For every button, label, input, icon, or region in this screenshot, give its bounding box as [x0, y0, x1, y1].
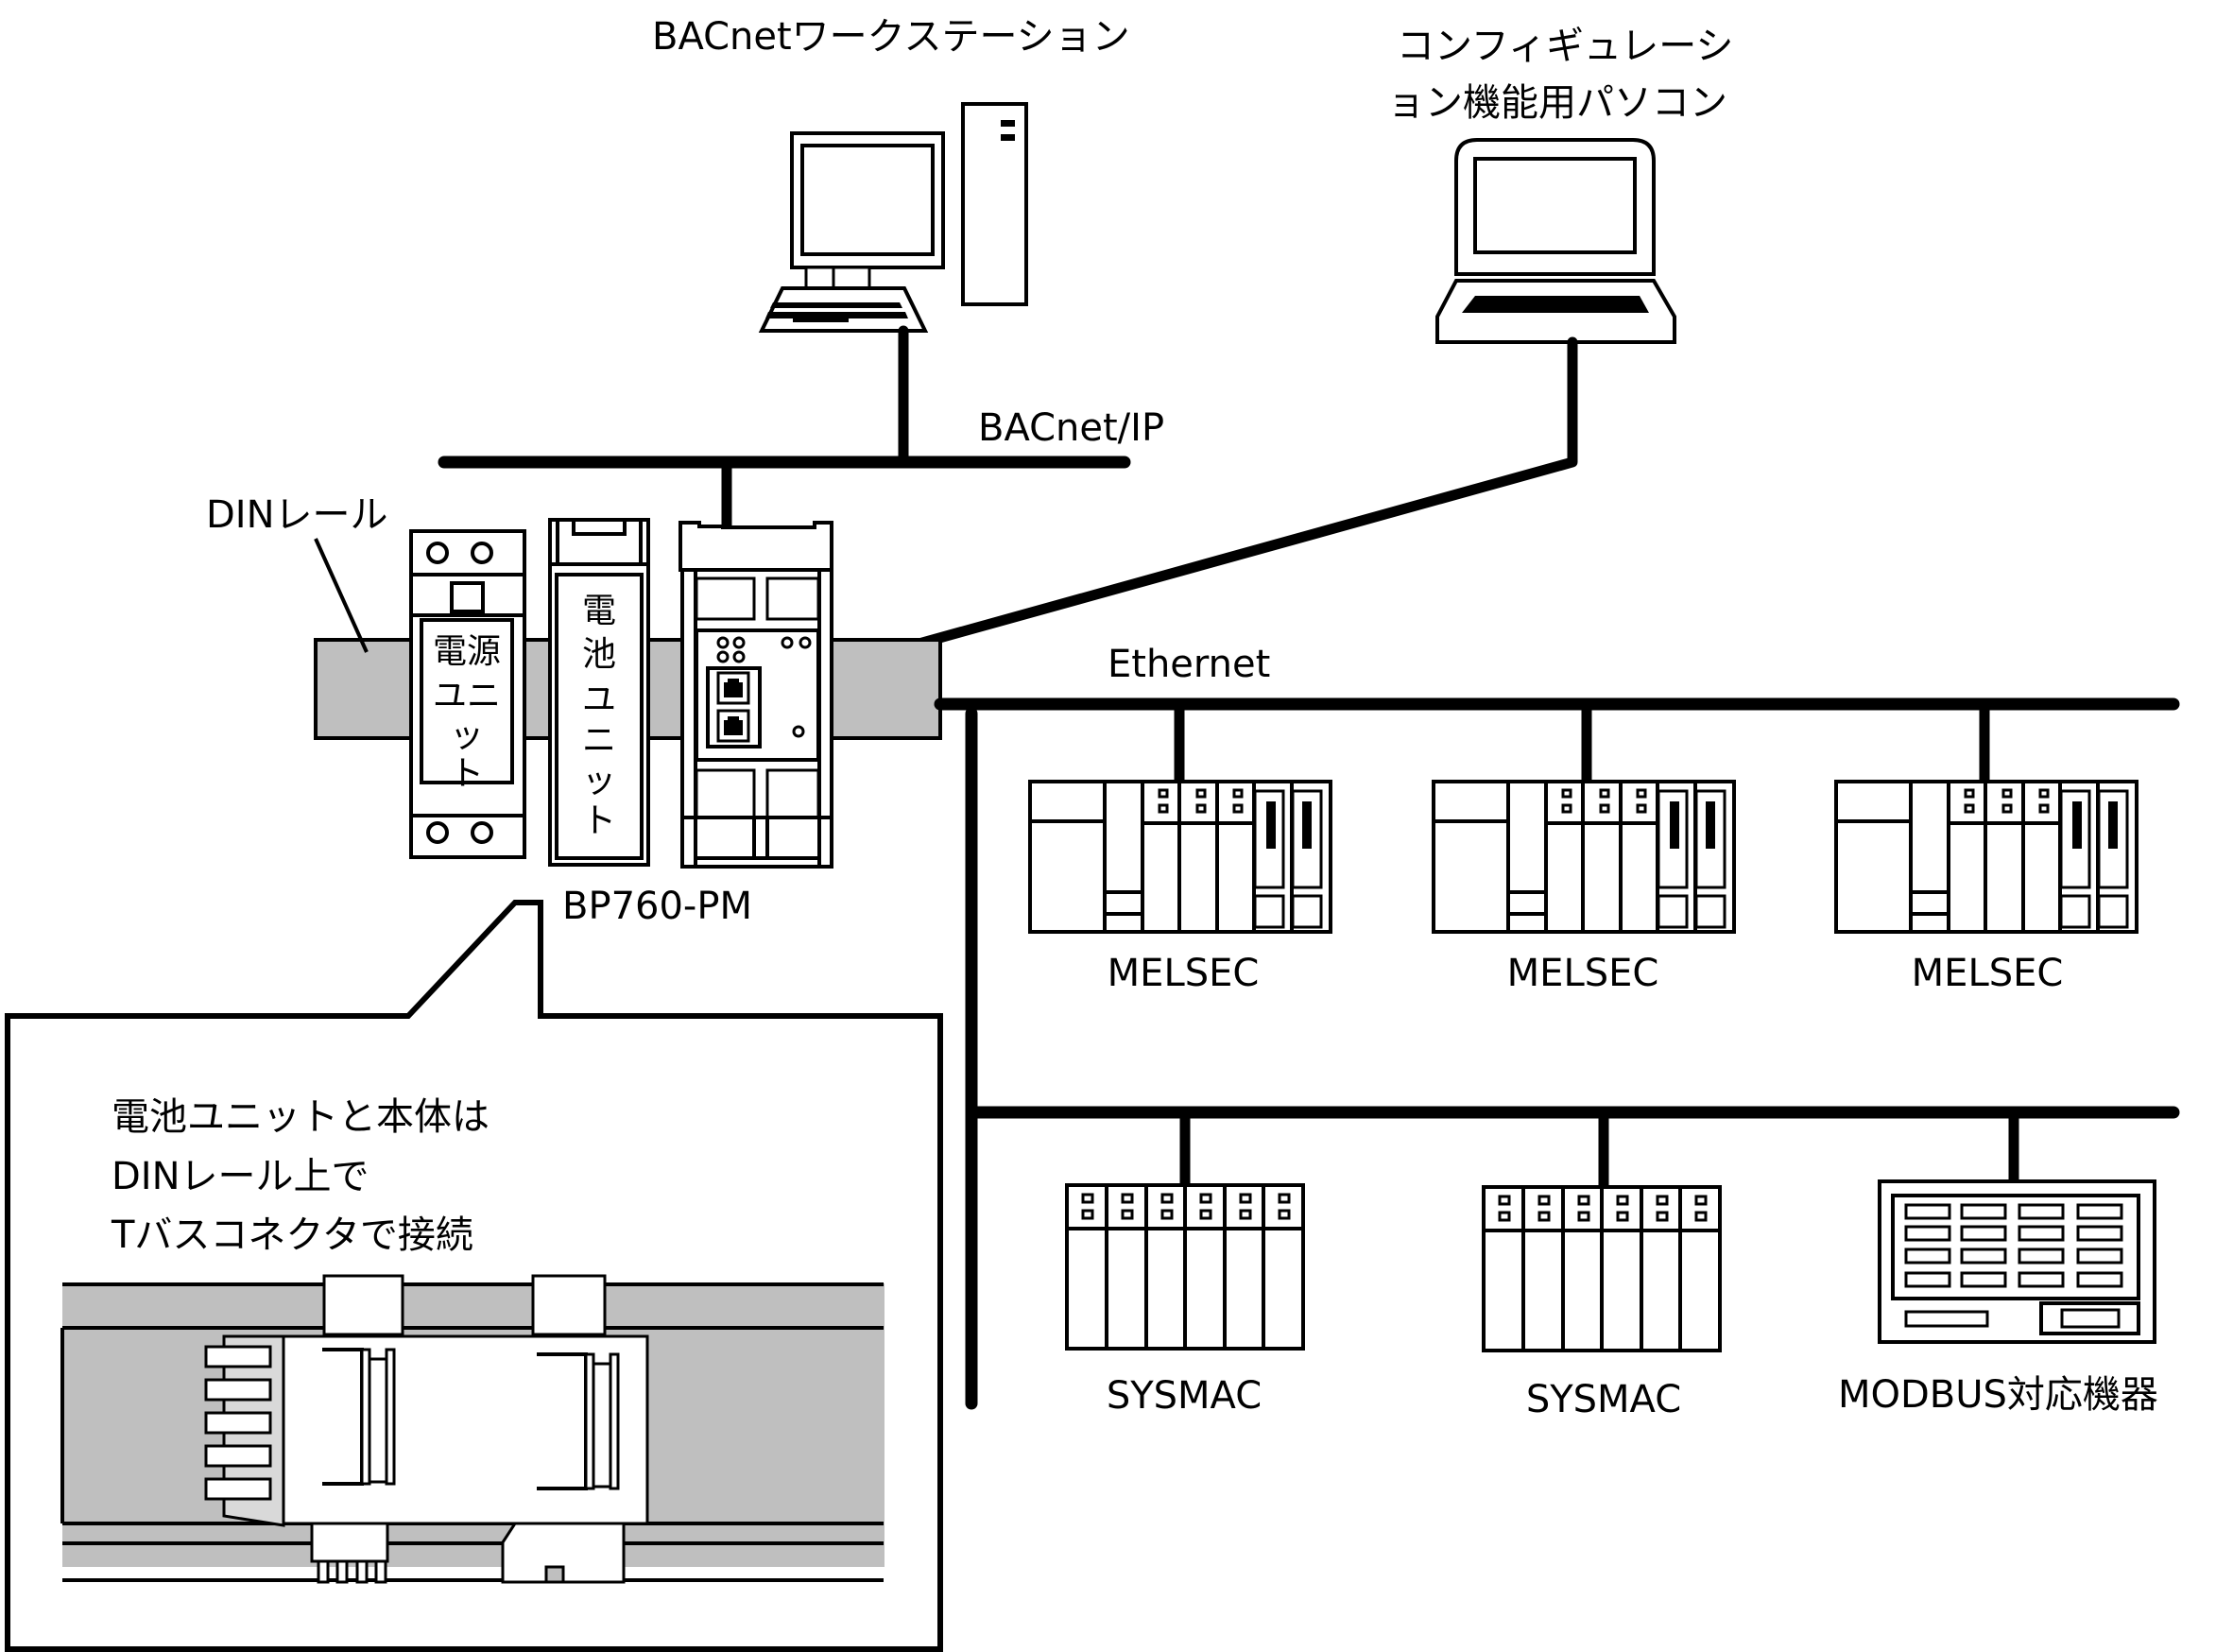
ethernet-port-icon	[716, 709, 750, 743]
desktop-computer-icon	[758, 102, 1028, 333]
sysmac-label-2: SYSMAC	[1526, 1378, 1681, 1421]
t-bus-connector-illustration	[60, 1274, 885, 1584]
keyboard-keys	[765, 302, 908, 322]
callout-line-2: DINレール上で	[112, 1155, 369, 1198]
config-pc-label-line1: コンフィギュレーシ	[1397, 25, 1733, 68]
ethernet-network: Ethernet	[934, 643, 2180, 1410]
bacnet-ip-network: BACnet/IP	[438, 325, 1164, 538]
callout-box: 電池ユニットと本体は DINレール上で Tバスコネクタで接続	[5, 900, 943, 1652]
ethernet-port-icon	[716, 671, 750, 705]
power-unit-label-2: ユニ	[433, 677, 501, 715]
battery-unit-label-2: 池	[582, 635, 616, 674]
callout-line-1: 電池ユニットと本体は	[112, 1095, 490, 1139]
modbus-label: MODBUS対応機器	[1838, 1373, 2158, 1417]
battery-unit-label-1: 電	[582, 592, 616, 630]
gateway-device: BP760-PM	[562, 521, 833, 928]
power-unit-label-1: 電源	[433, 632, 501, 671]
melsec-label-2: MELSEC	[1507, 952, 1659, 995]
callout-line-3: Tバスコネクタで接続	[111, 1213, 473, 1257]
sysmac-plc-1: SYSMAC	[1065, 1183, 1305, 1418]
plc-rack-icon	[1834, 780, 2139, 934]
melsec-plc-2: MELSEC	[1432, 780, 1736, 995]
ethernet-label: Ethernet	[1108, 643, 1270, 686]
battery-unit-label-3: ユ	[582, 680, 616, 719]
workstation-label: BACnetワークステーション	[652, 15, 1130, 59]
power-unit: 電源 ユニ ッ ト	[409, 529, 526, 859]
plc-rack-icon	[1432, 780, 1736, 934]
din-rail-label: DINレール	[206, 493, 388, 537]
plc-rack-icon	[1065, 1183, 1305, 1351]
power-unit-label-4: ト	[450, 754, 484, 793]
plc-rack-icon	[1028, 780, 1332, 934]
sysmac-label-1: SYSMAC	[1107, 1374, 1262, 1418]
gateway-label: BP760-PM	[562, 885, 752, 928]
laptop-computer-icon	[1435, 138, 1676, 344]
plc-rack-icon	[1482, 1185, 1722, 1352]
controller-panel-icon	[1878, 1179, 2156, 1344]
din-rail-pointer	[314, 538, 369, 653]
power-unit-label-3: ッ	[450, 716, 484, 755]
battery-unit-label-4: ニ	[582, 721, 616, 760]
modbus-device: MODBUS対応機器	[1838, 1179, 2158, 1417]
config-pc-connection	[730, 336, 1578, 700]
melsec-plc-1: MELSEC	[1028, 780, 1332, 995]
melsec-plc-3: MELSEC	[1834, 780, 2139, 995]
bacnet-ip-label: BACnet/IP	[978, 406, 1164, 450]
config-pc-label-line2: ョン機能用パソコン	[1387, 81, 1727, 125]
battery-unit: 電 池 ユ ニ ッ ト	[548, 518, 650, 867]
battery-unit-label-6: ト	[582, 801, 616, 840]
melsec-label-3: MELSEC	[1912, 952, 2064, 995]
melsec-label-1: MELSEC	[1108, 952, 1260, 995]
sysmac-plc-2: SYSMAC	[1482, 1185, 1722, 1421]
battery-unit-label-5: ッ	[582, 762, 616, 800]
